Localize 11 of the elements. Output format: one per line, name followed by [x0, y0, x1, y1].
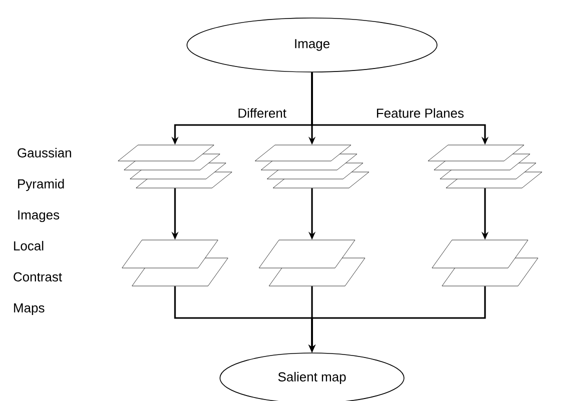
- stack-drawing: [118, 144, 232, 188]
- text-label: Gaussian Pyramid Images: [18, 148, 72, 222]
- text-label: Different: [238, 108, 286, 118]
- stack-drawing: [122, 240, 228, 286]
- ellipse-node: Image: [186, 18, 438, 72]
- stack-drawing: [432, 240, 538, 286]
- stack-drawing: [428, 144, 542, 188]
- stack-drawing: [254, 144, 370, 188]
- text-label: Feature Planes: [377, 108, 464, 118]
- text-label: Local Contrast Maps: [14, 240, 62, 316]
- stack-drawing: [258, 240, 366, 286]
